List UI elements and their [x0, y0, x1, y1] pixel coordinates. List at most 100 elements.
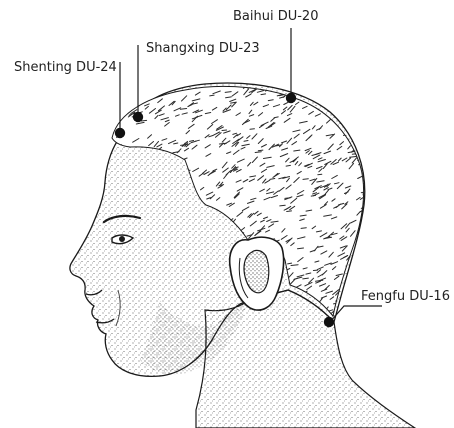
hair-stroke	[354, 264, 359, 265]
hair-stroke	[353, 263, 358, 268]
hair-stroke	[317, 90, 324, 91]
hair-stroke	[310, 88, 314, 92]
hair-stroke	[313, 93, 317, 95]
hair-stroke	[364, 90, 369, 93]
hair-stroke	[364, 269, 371, 271]
hair-stroke	[359, 139, 363, 141]
hair-stroke	[303, 88, 311, 89]
hair-stroke	[343, 109, 349, 114]
hair-stroke	[356, 134, 362, 136]
label-shenting: Shenting DU-24	[14, 60, 117, 75]
hair-stroke	[280, 205, 285, 206]
hair-stroke	[367, 106, 372, 111]
hair-stroke	[360, 268, 365, 271]
hair-stroke	[340, 98, 347, 100]
hair-stroke	[356, 284, 359, 288]
hair-stroke	[250, 129, 254, 130]
hair-stroke	[127, 86, 131, 88]
hair-stroke	[369, 129, 374, 133]
hair-stroke	[354, 105, 360, 108]
label-baihui: Baihui DU-20	[233, 9, 318, 24]
hair-stroke	[366, 168, 372, 173]
hair-stroke	[155, 85, 160, 90]
hair-stroke	[351, 297, 357, 300]
hair-stroke	[114, 108, 119, 109]
hair-stroke	[354, 294, 359, 296]
hair-stroke	[329, 95, 333, 98]
hair-stroke	[367, 311, 371, 312]
hair-stroke	[360, 111, 367, 114]
hair-stroke	[366, 236, 370, 238]
hair-stroke	[344, 101, 351, 105]
hair-stroke	[359, 101, 365, 102]
hair-stroke	[286, 165, 290, 166]
hair-stroke	[349, 273, 353, 275]
hair-stroke	[111, 97, 119, 100]
point-marker-baihui[interactable]	[286, 93, 296, 103]
point-marker-shenting[interactable]	[115, 128, 125, 138]
label-shangxing: Shangxing DU-23	[146, 41, 260, 56]
hair-stroke	[358, 254, 365, 259]
hair-stroke	[341, 115, 346, 120]
hair-stroke	[261, 94, 266, 95]
hair-stroke	[285, 198, 290, 199]
hair-stroke	[126, 88, 130, 89]
hair-stroke	[113, 96, 117, 101]
point-marker-fengfu[interactable]	[324, 317, 334, 327]
hair-stroke	[116, 109, 119, 112]
hair-stroke	[365, 232, 370, 235]
hair-stroke	[125, 82, 130, 86]
hair-stroke	[353, 270, 358, 271]
hair-stroke	[298, 248, 304, 249]
hair-stroke	[159, 91, 166, 92]
hair-stroke	[355, 255, 363, 257]
hair-stroke	[369, 273, 376, 275]
hair-stroke	[360, 111, 366, 114]
hair-stroke	[362, 233, 369, 237]
hair-stroke	[345, 98, 350, 99]
hair-stroke	[353, 284, 357, 285]
hair-stroke	[258, 150, 263, 151]
hair-stroke	[359, 84, 364, 86]
point-marker-shangxing[interactable]	[133, 112, 143, 122]
hair-stroke	[359, 112, 364, 117]
hair-stroke	[364, 173, 370, 177]
hair-stroke	[363, 142, 370, 145]
hair-stroke	[351, 100, 358, 103]
hair-stroke	[346, 121, 351, 122]
hair-stroke	[154, 85, 159, 87]
hair-stroke	[324, 103, 329, 104]
hair-stroke	[127, 97, 131, 98]
hair-stroke	[347, 281, 351, 283]
hair-stroke	[362, 120, 366, 121]
hair-stroke	[353, 285, 357, 288]
hair-stroke	[311, 195, 315, 196]
hair-stroke	[222, 130, 227, 131]
hair-stroke	[155, 92, 160, 95]
hair-stroke	[363, 261, 370, 263]
hair-stroke	[367, 101, 372, 107]
hair-stroke	[364, 136, 368, 138]
hair-stroke	[309, 86, 317, 88]
hair-stroke	[363, 240, 369, 243]
label-fengfu: Fengfu DU-16	[361, 289, 450, 304]
hair-stroke	[359, 307, 365, 309]
hair-stroke	[356, 253, 362, 257]
hair-stroke	[356, 123, 362, 127]
hair-stroke	[303, 88, 310, 91]
hair-stroke	[361, 135, 365, 140]
hair-stroke	[314, 92, 320, 94]
hair-stroke	[362, 257, 369, 258]
hair-stroke	[363, 225, 368, 230]
hair-stroke	[361, 232, 368, 234]
hair-stroke	[369, 98, 375, 99]
hair-stroke	[141, 120, 147, 121]
hair-stroke	[360, 105, 365, 109]
hair-stroke	[303, 179, 308, 180]
hair-stroke	[139, 88, 145, 93]
hair-stroke	[348, 103, 353, 106]
hair-stroke	[125, 94, 130, 97]
hair-stroke	[345, 110, 348, 113]
hair-stroke	[360, 277, 365, 280]
